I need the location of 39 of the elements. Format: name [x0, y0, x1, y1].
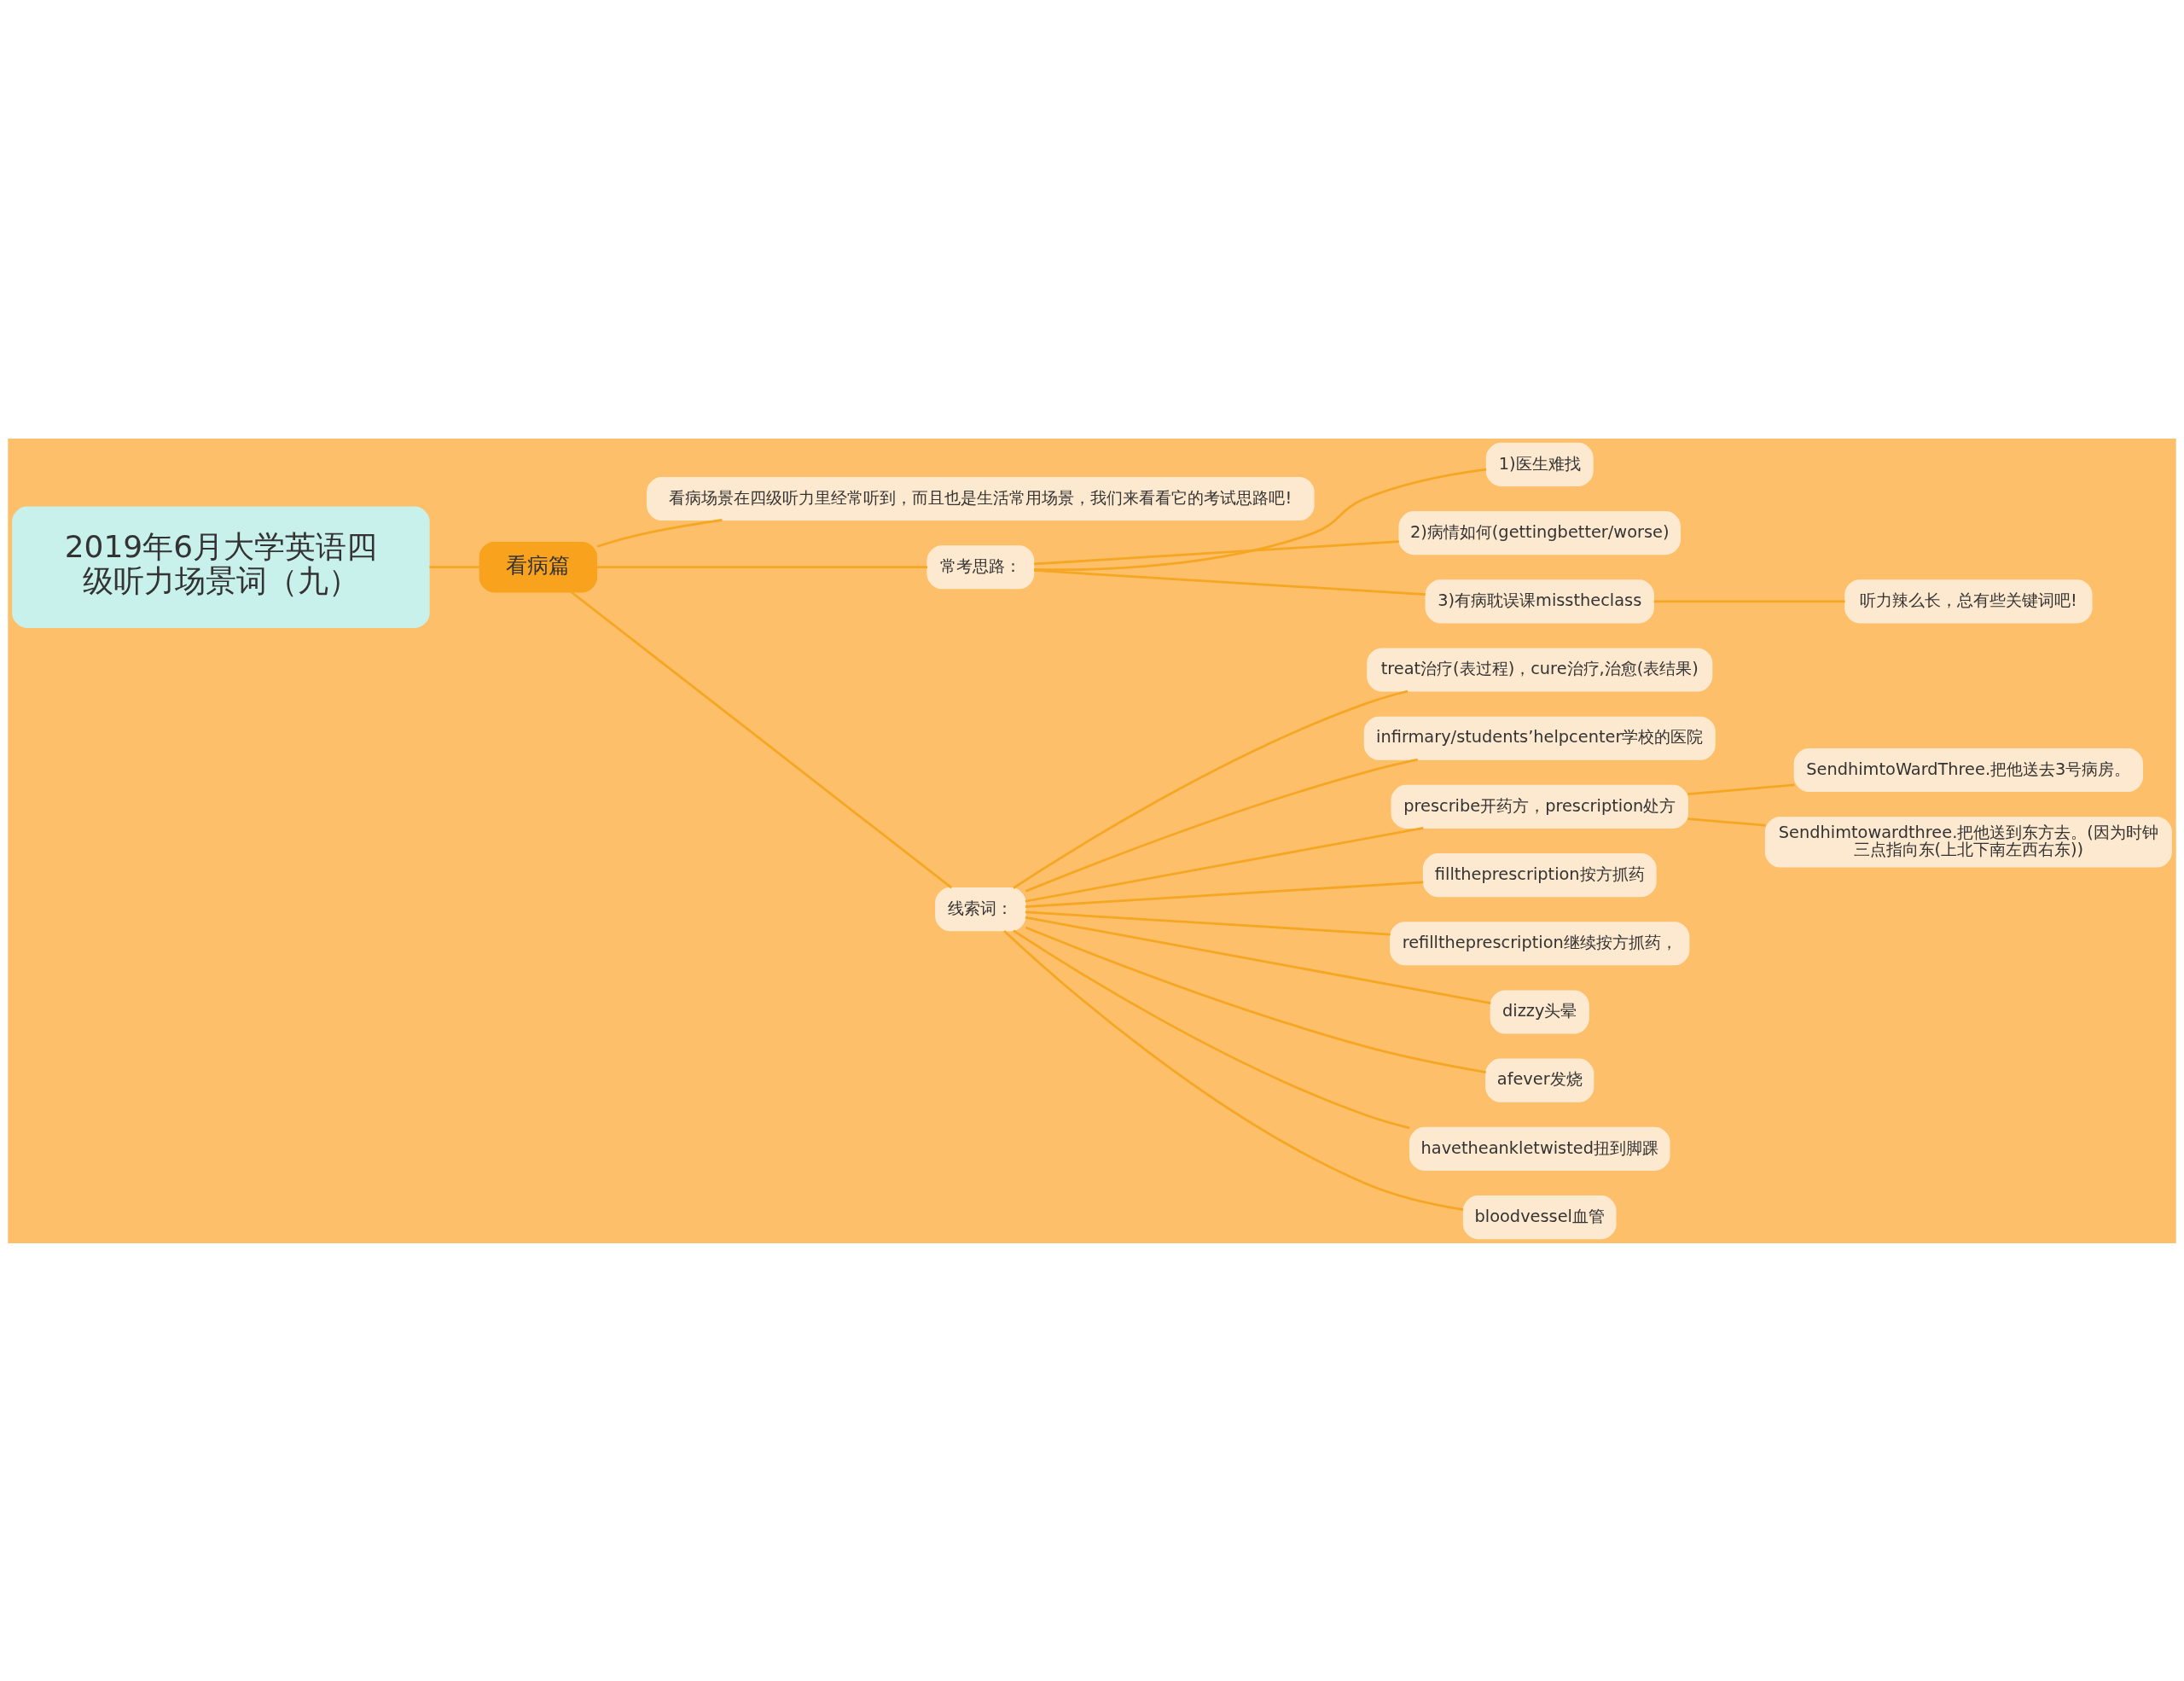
connector: [1025, 881, 1424, 908]
connector: [1034, 568, 1426, 596]
node-box: 听力辣么长，总有些关键词吧!: [1844, 579, 2093, 623]
connector: [570, 590, 953, 888]
node-box: 看病篇: [479, 541, 597, 592]
node-box: bloodvessel血管: [1462, 1195, 1617, 1239]
node-box: Sendhimtowardthree.把他送到东方去。(因为时钟三点指向东(上北下南左西右东)): [1764, 816, 2172, 868]
node-box: 2019年6月大学英语四级听力场景词（九）: [12, 506, 430, 628]
connector: [596, 518, 723, 548]
connector: [1025, 916, 1491, 1004]
node-box: dizzy头晕: [1490, 989, 1589, 1034]
connector: [429, 565, 479, 568]
node-box: prescribe开药方，prescription处方: [1391, 784, 1688, 829]
node-box: havetheankletwisted扭到脚踝: [1409, 1126, 1670, 1171]
node-box: SendhimtoWardThree.把他送去3号病房。: [1793, 747, 2143, 792]
node-box: 常考思路：: [926, 544, 1035, 589]
node-box: infirmary/students’helpcenter学校的医院: [1363, 716, 1716, 760]
node-box: treat治疗(表过程)，cure治疗,治愈(表结果): [1367, 647, 1713, 692]
connector: [1025, 910, 1391, 935]
node-box: 线索词：: [935, 887, 1026, 931]
connector: [1687, 817, 1766, 827]
connector: [1025, 826, 1424, 903]
node-box: filltheprescription按方抓药: [1422, 852, 1657, 897]
connector: [1003, 929, 1464, 1211]
connector: [1013, 929, 1410, 1129]
node-box: 1)医生难找: [1485, 442, 1594, 486]
connector: [596, 565, 927, 568]
connector: [1025, 758, 1419, 893]
connector: [1653, 599, 1845, 602]
connector: [1025, 926, 1486, 1073]
node-box: 看病场景在四级听力里经常听到，而且也是生活常用场景，我们来看看它的考试思路吧!: [647, 476, 1315, 521]
node-box: refilltheprescription继续按方抓药，: [1390, 921, 1690, 965]
connector: [1034, 539, 1399, 565]
node-box: afever发烧: [1485, 1058, 1594, 1102]
connector: [1687, 783, 1795, 795]
node-box: 3)有病耽误课misstheclass: [1425, 579, 1654, 623]
node-box: 2)病情如何(gettingbetter/worse): [1398, 510, 1681, 555]
connector: [1034, 468, 1487, 571]
connector: [1013, 689, 1409, 889]
